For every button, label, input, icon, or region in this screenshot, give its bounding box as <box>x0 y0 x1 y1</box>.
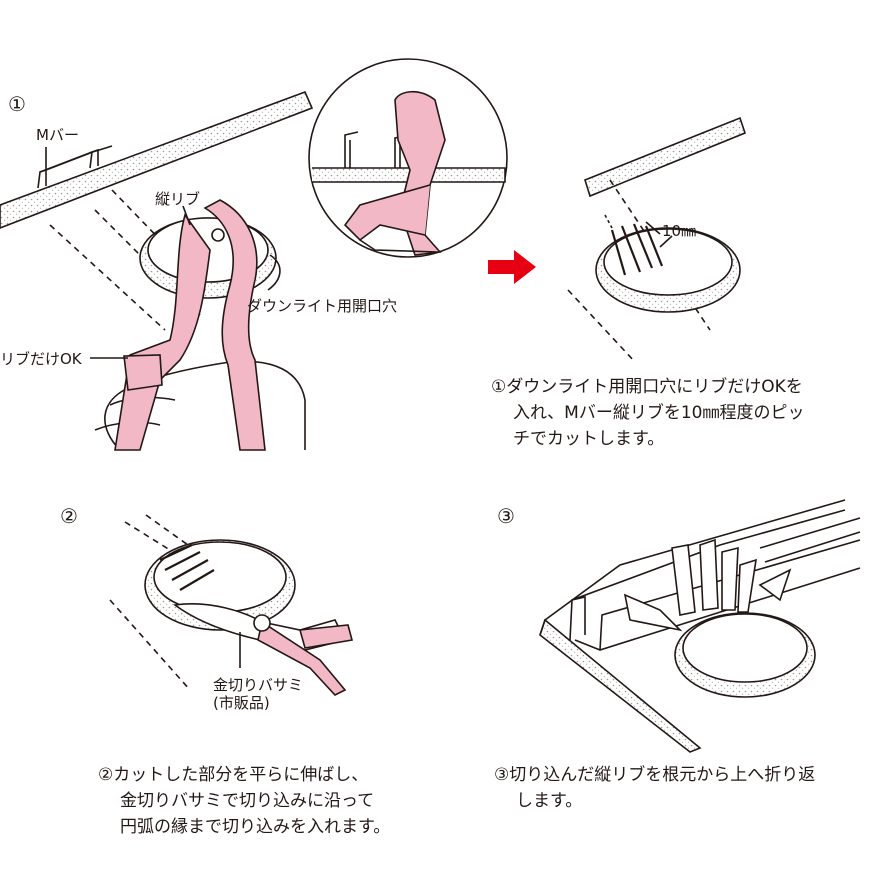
pitch-label: 10㎜ <box>662 222 697 240</box>
step1-caption: ①ダウンライト用開口穴にリブだけOKを 入れ、Mバー縦リブを10㎜程度のピッ チ… <box>491 374 804 452</box>
step2-illustration <box>109 514 353 696</box>
step3-caption-line1: ③切り込んだ縦リブを根元から上へ折り返 <box>494 765 816 785</box>
step1-caption-line3: チでカットします。 <box>513 429 665 449</box>
step2-caption-line1: ②カットした部分を平らに伸ばし、 <box>98 765 369 785</box>
step1-caption-line2: 入れ、Mバー縦リブを10㎜程度のピッ <box>513 403 805 423</box>
step1-illustration <box>0 90 314 451</box>
tate-rib-label: 縦リブ <box>155 190 201 208</box>
step1-zoom-circle <box>308 58 508 258</box>
step2-caption-line2: 金切りバサミで切り込みに沿って <box>120 791 375 811</box>
step1-caption-line1: ①ダウンライト用開口穴にリブだけOKを <box>491 377 803 397</box>
downlight-hole-label: ダウンライト用開口穴 <box>247 297 398 315</box>
step2-number: ② <box>60 504 78 528</box>
step3-caption: ③切り込んだ縦リブを根元から上へ折り返 します。 <box>494 762 815 814</box>
step3-number: ③ <box>497 504 515 528</box>
step2-caption: ②カットした部分を平らに伸ばし、 金切りバサミで切り込みに沿って 円弧の縁まで切… <box>98 762 390 840</box>
mbar-label: Mバー <box>36 126 79 144</box>
step1-result-illustration <box>567 116 746 363</box>
snips-label: 金切りバサミ (市販品) <box>213 676 303 712</box>
step1-number: ① <box>8 92 26 116</box>
snips-label-line1: 金切りバサミ <box>213 676 304 694</box>
step2-caption-line3: 円弧の縁まで切り込みを入れます。 <box>120 817 391 837</box>
step3-illustration <box>539 499 861 753</box>
rib-ok-label: リブだけOK <box>0 350 82 368</box>
step3-caption-line2: します。 <box>516 791 583 811</box>
next-step-arrow <box>488 250 536 284</box>
snips-label-line2: (市販品) <box>213 694 270 712</box>
